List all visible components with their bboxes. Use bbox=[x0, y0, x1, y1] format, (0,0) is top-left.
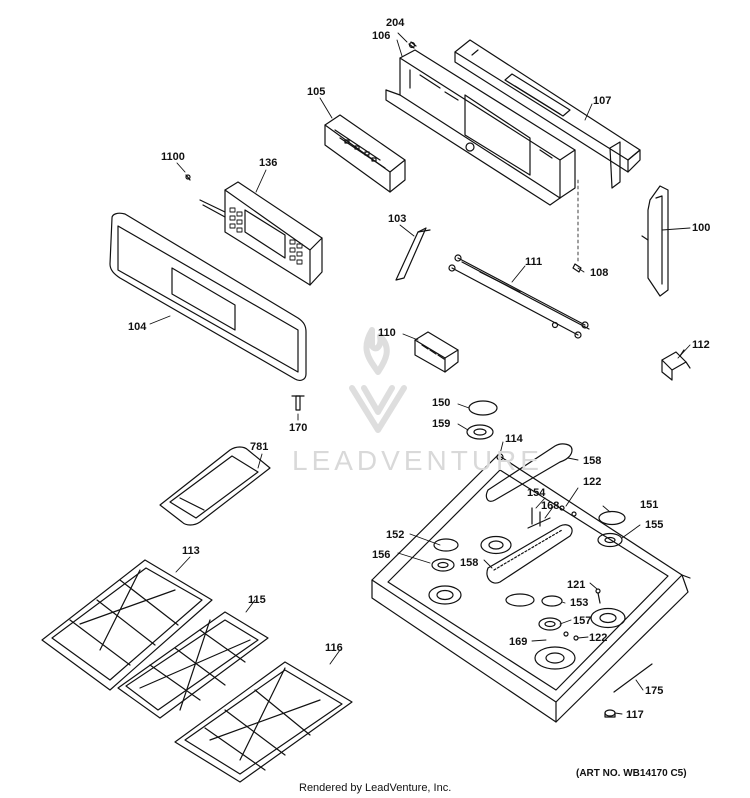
part-1100-screw bbox=[185, 174, 191, 181]
label-105[interactable]: 105 bbox=[307, 86, 326, 98]
part-151-cap bbox=[598, 510, 626, 526]
label-116[interactable]: 116 bbox=[325, 642, 343, 654]
part-108-screw bbox=[572, 179, 582, 273]
label-150[interactable]: 150 bbox=[432, 397, 451, 409]
watermark-logo bbox=[349, 327, 407, 433]
label-122-bottom[interactable]: 122 bbox=[589, 632, 608, 644]
label-114[interactable]: 114 bbox=[505, 433, 523, 445]
leader-lines bbox=[149, 32, 691, 715]
label-100[interactable]: 100 bbox=[692, 222, 711, 234]
label-113[interactable]: 113 bbox=[182, 545, 200, 557]
label-781[interactable]: 781 bbox=[250, 441, 269, 453]
label-170[interactable]: 170 bbox=[289, 422, 308, 434]
part-117-foot bbox=[604, 709, 616, 718]
part-116-grate bbox=[174, 661, 353, 783]
part-157-ring bbox=[538, 617, 562, 631]
label-157[interactable]: 157 bbox=[573, 615, 592, 627]
part-106-control-frame bbox=[385, 49, 576, 206]
part-113-grate bbox=[41, 559, 213, 691]
part-107-backguard bbox=[454, 39, 641, 189]
part-158-top-bar bbox=[485, 443, 573, 502]
part-122-screws bbox=[559, 505, 579, 641]
part-110-terminal-block bbox=[414, 331, 459, 373]
watermark-text: LEADVENTURE bbox=[292, 445, 543, 476]
label-117[interactable]: 117 bbox=[626, 709, 644, 721]
part-154-168-hardware bbox=[527, 507, 551, 529]
label-121[interactable]: 121 bbox=[567, 579, 586, 591]
label-107[interactable]: 107 bbox=[593, 95, 612, 107]
label-169[interactable]: 169 bbox=[509, 636, 528, 648]
part-115-grate bbox=[117, 611, 269, 719]
label-108[interactable]: 108 bbox=[590, 267, 609, 279]
part-204-screw bbox=[408, 41, 417, 49]
label-1100[interactable]: 1100 bbox=[161, 151, 185, 163]
label-106[interactable]: 106 bbox=[372, 30, 391, 42]
part-155-ring bbox=[597, 532, 623, 548]
label-122-top[interactable]: 122 bbox=[583, 476, 602, 488]
label-104[interactable]: 104 bbox=[128, 321, 147, 333]
label-154[interactable]: 154 bbox=[527, 487, 546, 499]
label-103[interactable]: 103 bbox=[388, 213, 407, 225]
part-150-cap bbox=[468, 400, 498, 416]
label-110[interactable]: 110 bbox=[378, 327, 396, 339]
part-153-cap bbox=[541, 595, 563, 607]
footer-art-number: (ART NO. WB14170 C5) bbox=[576, 768, 687, 779]
label-111[interactable]: 111 bbox=[525, 256, 543, 268]
label-152[interactable]: 152 bbox=[386, 529, 405, 541]
part-170-screw bbox=[291, 395, 305, 411]
label-158-oval[interactable]: 158 bbox=[460, 557, 479, 569]
cooktop-body bbox=[371, 454, 691, 723]
label-159[interactable]: 159 bbox=[432, 418, 451, 430]
part-781-tray bbox=[159, 446, 271, 526]
part-104-control-panel bbox=[109, 212, 307, 381]
label-158-top[interactable]: 158 bbox=[583, 455, 602, 467]
part-156-ring bbox=[431, 558, 455, 572]
label-175[interactable]: 175 bbox=[645, 685, 664, 697]
label-153[interactable]: 153 bbox=[570, 597, 589, 609]
burners bbox=[428, 535, 626, 670]
label-115[interactable]: 115 bbox=[248, 594, 266, 606]
label-112[interactable]: 112 bbox=[692, 339, 710, 351]
part-100-side-trim bbox=[641, 185, 669, 297]
label-136[interactable]: 136 bbox=[259, 157, 278, 169]
footer-rendered-by: Rendered by LeadVenture, Inc. bbox=[299, 782, 452, 794]
label-156[interactable]: 156 bbox=[372, 549, 391, 561]
part-105-control-board bbox=[324, 114, 406, 193]
part-121-screw bbox=[595, 588, 601, 604]
part-159-ring bbox=[466, 424, 494, 440]
part-111-harness bbox=[448, 254, 590, 339]
part-136-keypad bbox=[199, 181, 323, 286]
part-112-switch bbox=[661, 349, 691, 381]
label-151[interactable]: 151 bbox=[640, 499, 659, 511]
label-204[interactable]: 204 bbox=[386, 17, 405, 29]
part-103-bracket bbox=[395, 227, 431, 281]
label-155[interactable]: 155 bbox=[645, 519, 664, 531]
part-158-oval-burner bbox=[486, 524, 573, 584]
part-175-rod bbox=[613, 663, 653, 693]
label-168[interactable]: 168 bbox=[541, 500, 560, 512]
part-152-cap bbox=[433, 538, 459, 552]
